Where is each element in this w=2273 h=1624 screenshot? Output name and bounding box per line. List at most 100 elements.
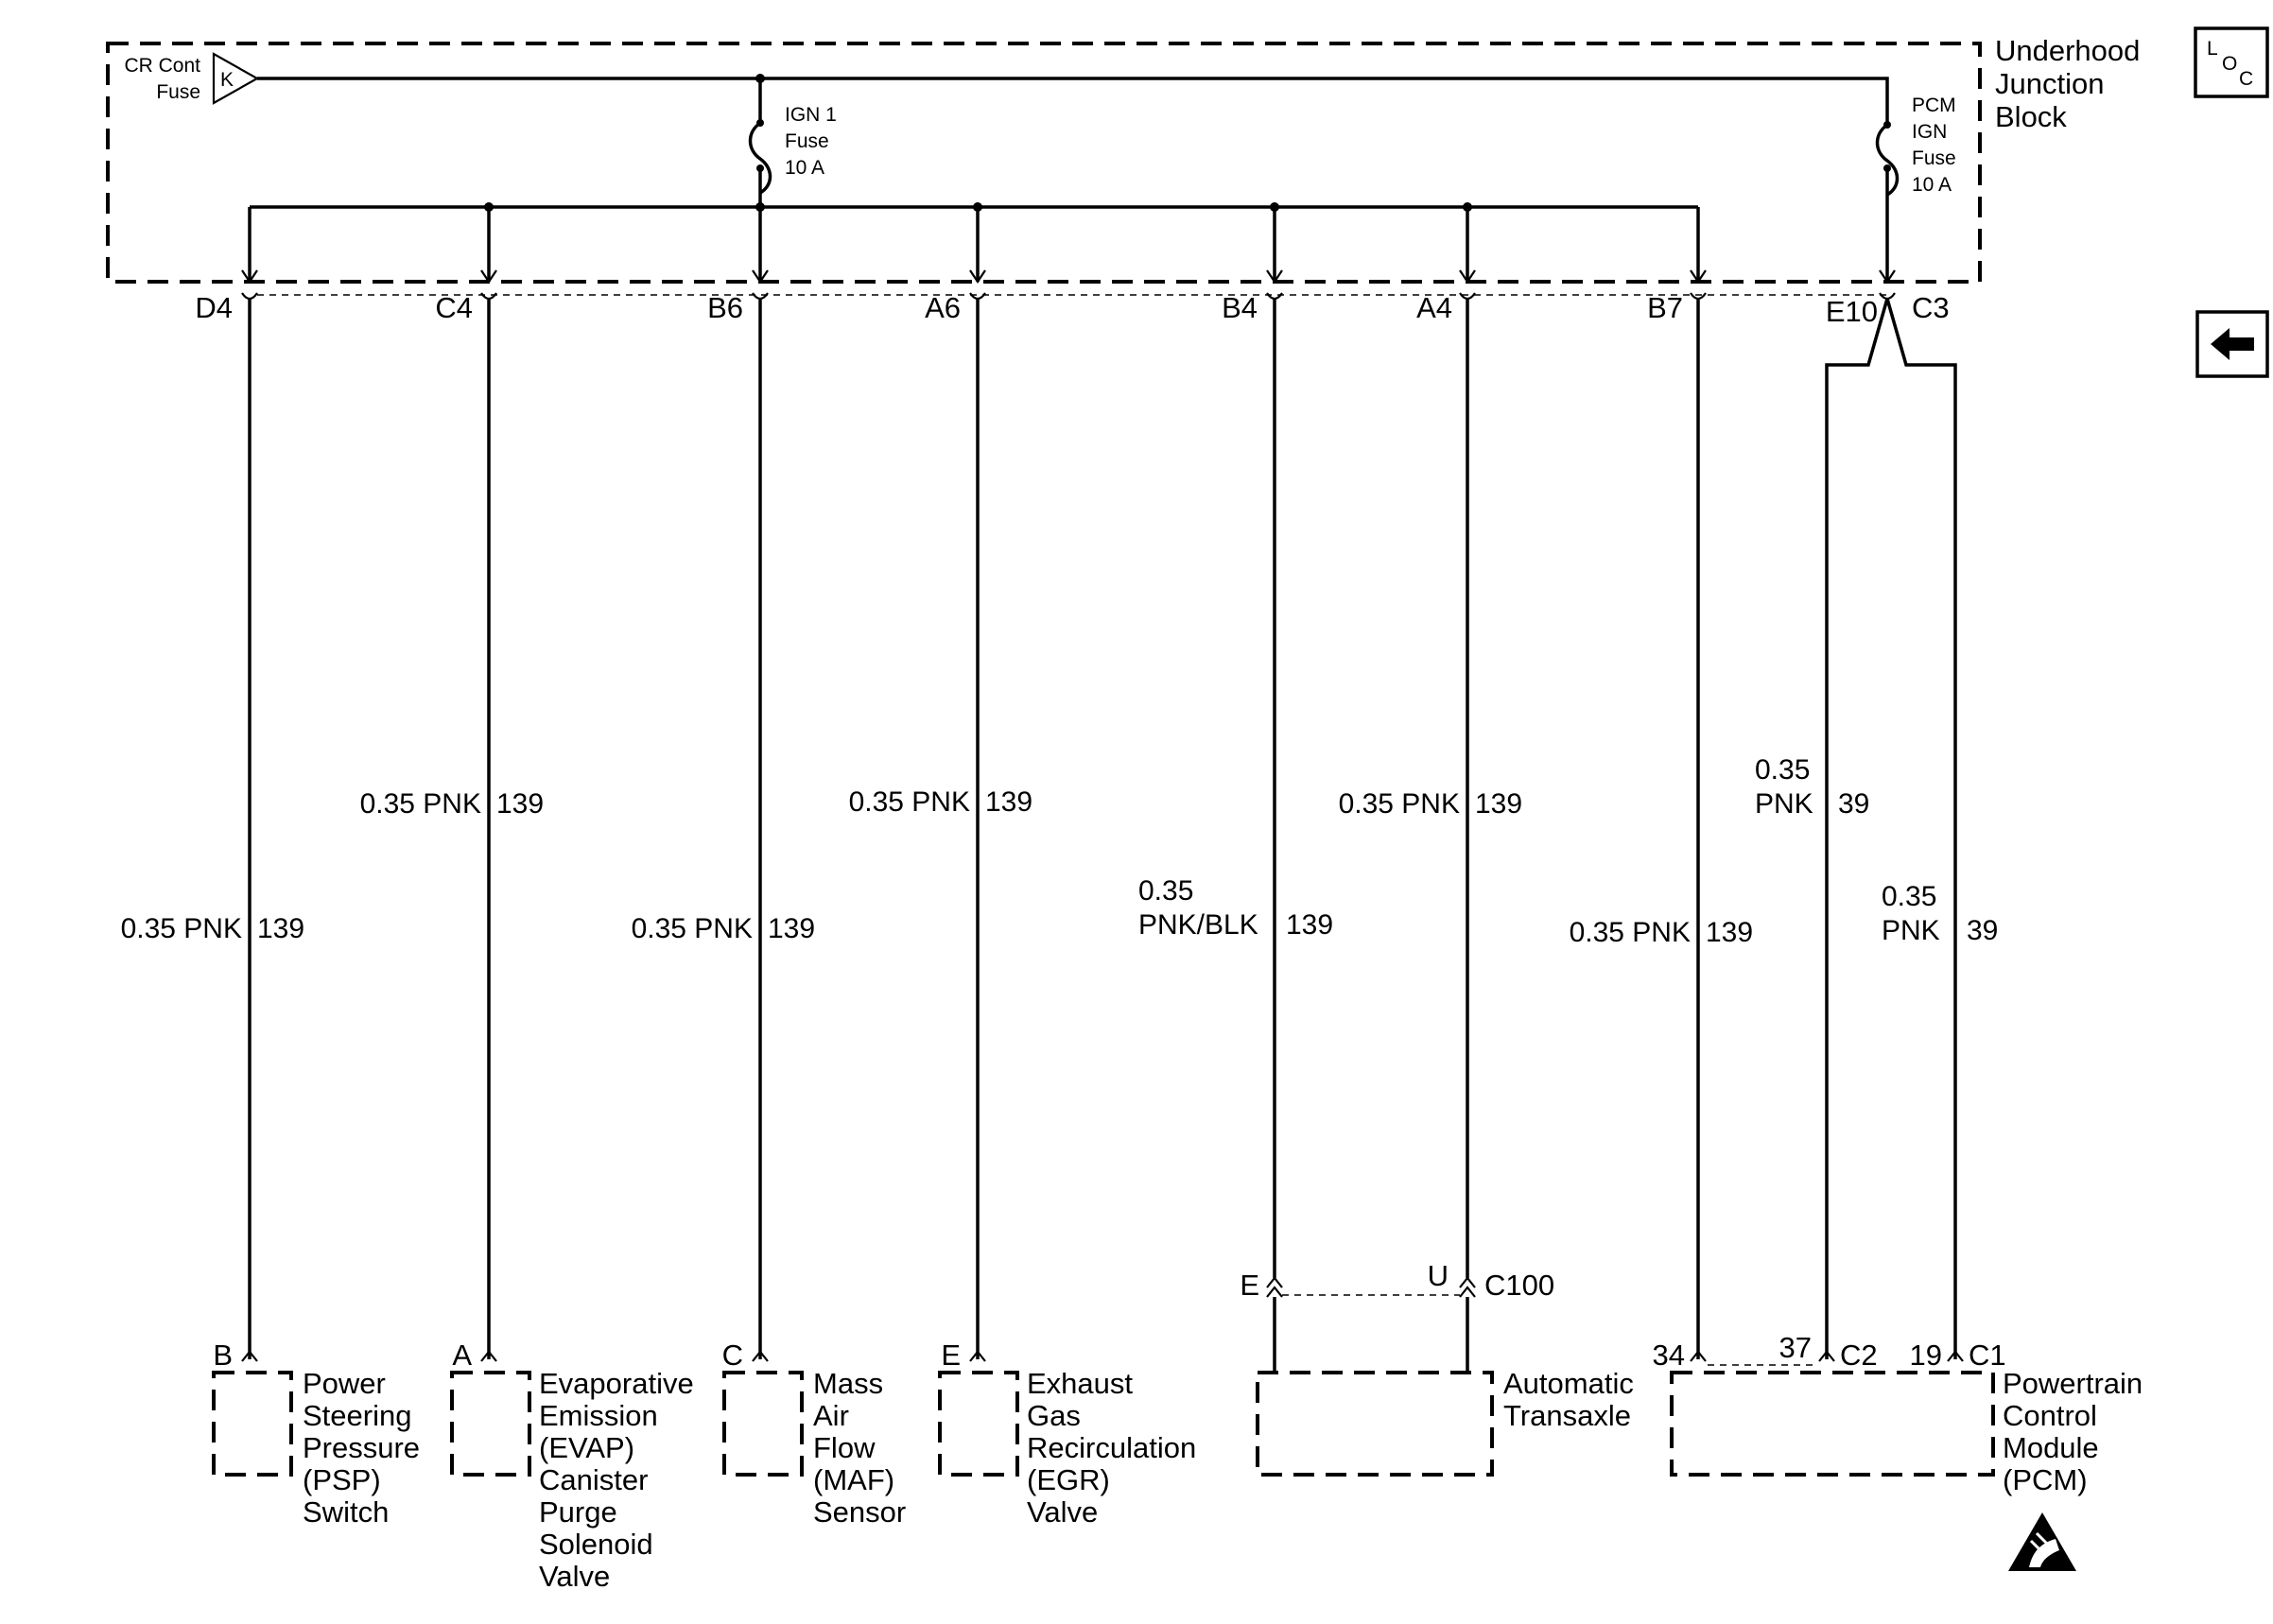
wire-pcm37-circuit: 39 <box>1838 788 1869 820</box>
block-terminal-arrows <box>241 269 1896 284</box>
cr-fuse-terminal-icon <box>212 52 260 105</box>
cr-fuse-terminal-letter: K <box>220 69 234 91</box>
wire-trans-e-color: PNK/BLK <box>1138 909 1258 941</box>
pcm-fuse-label-3: Fuse <box>1912 147 1956 169</box>
evap-solenoid: A Evaporative Emission (EVAP) Canister P… <box>450 1339 694 1593</box>
wire-pcm19-circuit: 39 <box>1967 915 1998 946</box>
wire-maf-circuit: 139 <box>768 913 815 944</box>
back-button[interactable] <box>2195 310 2269 378</box>
evap-label-2: Emission <box>539 1399 658 1432</box>
esd-warning-icon <box>2008 1512 2076 1571</box>
junction-block-title-1: Underhood <box>1995 34 2140 67</box>
psp-label-1: Power <box>303 1367 386 1400</box>
c100-pin-e: E <box>1240 1269 1259 1302</box>
pcm-fuse-label-1: PCM <box>1912 95 1956 116</box>
ign1-fuse-icon <box>748 121 772 195</box>
wire-evap-gauge: 0.35 PNK <box>360 788 481 820</box>
pcm-label-2: Control <box>2003 1399 2097 1432</box>
wire-pcm19-color: PNK <box>1882 915 1940 946</box>
psp-label-5: Switch <box>303 1495 389 1529</box>
pcm-connector-c2: C2 <box>1840 1339 1878 1372</box>
maf-pin: C <box>722 1339 743 1372</box>
wire-psp-gauge: 0.35 PNK <box>121 913 242 944</box>
wire-egr-circuit: 139 <box>985 786 1032 818</box>
circuit-wires <box>248 298 1957 1359</box>
wire-labels: 0.35 PNK 139 0.35 PNK 139 0.35 PNK 139 0… <box>121 754 1999 948</box>
psp-label-4: (PSP) <box>303 1463 381 1496</box>
pcm-ign-fuse-icon <box>1875 123 1900 197</box>
automatic-transaxle: Automatic Transaxle <box>1256 1367 1634 1477</box>
psp-switch-box <box>212 1371 293 1477</box>
pcm-pin-34: 34 <box>1653 1339 1685 1372</box>
wire-pcm-19 <box>1885 298 1957 1359</box>
wire-pcm37-gauge: 0.35 <box>1755 754 1810 786</box>
pcm-label-3: Module <box>2003 1431 2099 1464</box>
junction-block-title-3: Block <box>1995 100 2067 133</box>
connector-a4: A4 <box>1416 291 1452 324</box>
junction-connector-row: D4 C4 B6 A6 B4 A4 B7 E10 C3 <box>195 291 1949 328</box>
location-button[interactable]: L O C <box>2194 26 2269 98</box>
maf-label-1: Mass <box>813 1367 883 1400</box>
transaxle-label-2: Transaxle <box>1503 1399 1631 1432</box>
psp-label-2: Steering <box>303 1399 411 1432</box>
inline-connector-c100: E U C100 <box>1240 1259 1554 1373</box>
egr-label-1: Exhaust <box>1027 1367 1133 1400</box>
wire-psp-circuit: 139 <box>257 913 304 944</box>
pcm-label-4: (PCM) <box>2003 1463 2088 1496</box>
egr-label-3: Recirculation <box>1027 1431 1196 1464</box>
wire-trans-u-circuit: 139 <box>1475 788 1522 820</box>
connector-c3: C3 <box>1912 291 1950 324</box>
transaxle-label-1: Automatic <box>1503 1367 1634 1400</box>
wire-evap-circuit: 139 <box>496 788 544 820</box>
wire-pcm-37 <box>1825 298 1889 1359</box>
underhood-junction-block: Underhood Junction Block CR Cont Fuse K … <box>106 34 2140 284</box>
junction-block-title-2: Junction <box>1995 67 2104 100</box>
evap-label-1: Evaporative <box>539 1367 694 1400</box>
psp-pin: B <box>213 1339 233 1372</box>
junction-block-outline <box>106 42 1982 284</box>
evap-label-4: Canister <box>539 1463 648 1496</box>
connector-b7: B7 <box>1647 291 1683 324</box>
connector-b6: B6 <box>707 291 743 324</box>
evap-label-7: Valve <box>539 1560 610 1593</box>
egr-valve: E Exhaust Gas Recirculation (EGR) Valve <box>938 1339 1196 1529</box>
pcm-connector-c1: C1 <box>1969 1339 2006 1372</box>
cr-fuse-label-1: CR Cont <box>124 55 200 77</box>
wire-pcm19-gauge: 0.35 <box>1882 881 1936 912</box>
egr-box <box>938 1371 1019 1477</box>
evap-label-3: (EVAP) <box>539 1431 634 1464</box>
wire-trans-e-circuit: 139 <box>1286 909 1333 941</box>
pcm-label-1: Powertrain <box>2003 1367 2143 1400</box>
connector-e10: E10 <box>1826 295 1878 328</box>
pcm-fuse-label-4: 10 A <box>1912 174 1952 196</box>
loc-letter-o: O <box>2222 53 2237 75</box>
egr-label-2: Gas <box>1027 1399 1081 1432</box>
evap-pin: A <box>452 1339 472 1372</box>
pcm-pin-37: 37 <box>1779 1331 1812 1364</box>
maf-label-2: Air <box>813 1399 849 1432</box>
loc-letter-l: L <box>2207 38 2218 60</box>
wire-maf-gauge: 0.35 PNK <box>632 913 753 944</box>
wire-egr-gauge: 0.35 PNK <box>849 786 970 818</box>
psp-switch: B Power Steering Pressure (PSP) Switch <box>212 1339 420 1529</box>
maf-label-5: Sensor <box>813 1495 906 1529</box>
maf-sensor: C Mass Air Flow (MAF) Sensor <box>722 1339 907 1529</box>
pcm-module: 34 37 C2 19 C1 Powertrain Control Module… <box>1653 1331 2143 1571</box>
connector-d4: D4 <box>195 291 233 324</box>
egr-label-5: Valve <box>1027 1495 1098 1529</box>
c100-pin-u: U <box>1428 1259 1449 1292</box>
cr-fuse-label-2: Fuse <box>156 81 200 103</box>
arrow-left-icon <box>2211 328 2254 360</box>
evap-box <box>450 1371 531 1477</box>
connector-c4: C4 <box>435 291 473 324</box>
ign1-fuse-label-1: IGN 1 <box>785 104 837 126</box>
psp-label-3: Pressure <box>303 1431 420 1464</box>
wire-trans-e-gauge: 0.35 <box>1138 875 1193 907</box>
connector-a6: A6 <box>925 291 961 324</box>
egr-label-4: (EGR) <box>1027 1463 1110 1496</box>
ign1-fuse-label-2: Fuse <box>785 130 829 152</box>
connector-b4: B4 <box>1222 291 1258 324</box>
evap-label-5: Purge <box>539 1495 617 1529</box>
wire-pcm34-gauge: 0.35 PNK <box>1570 917 1691 948</box>
